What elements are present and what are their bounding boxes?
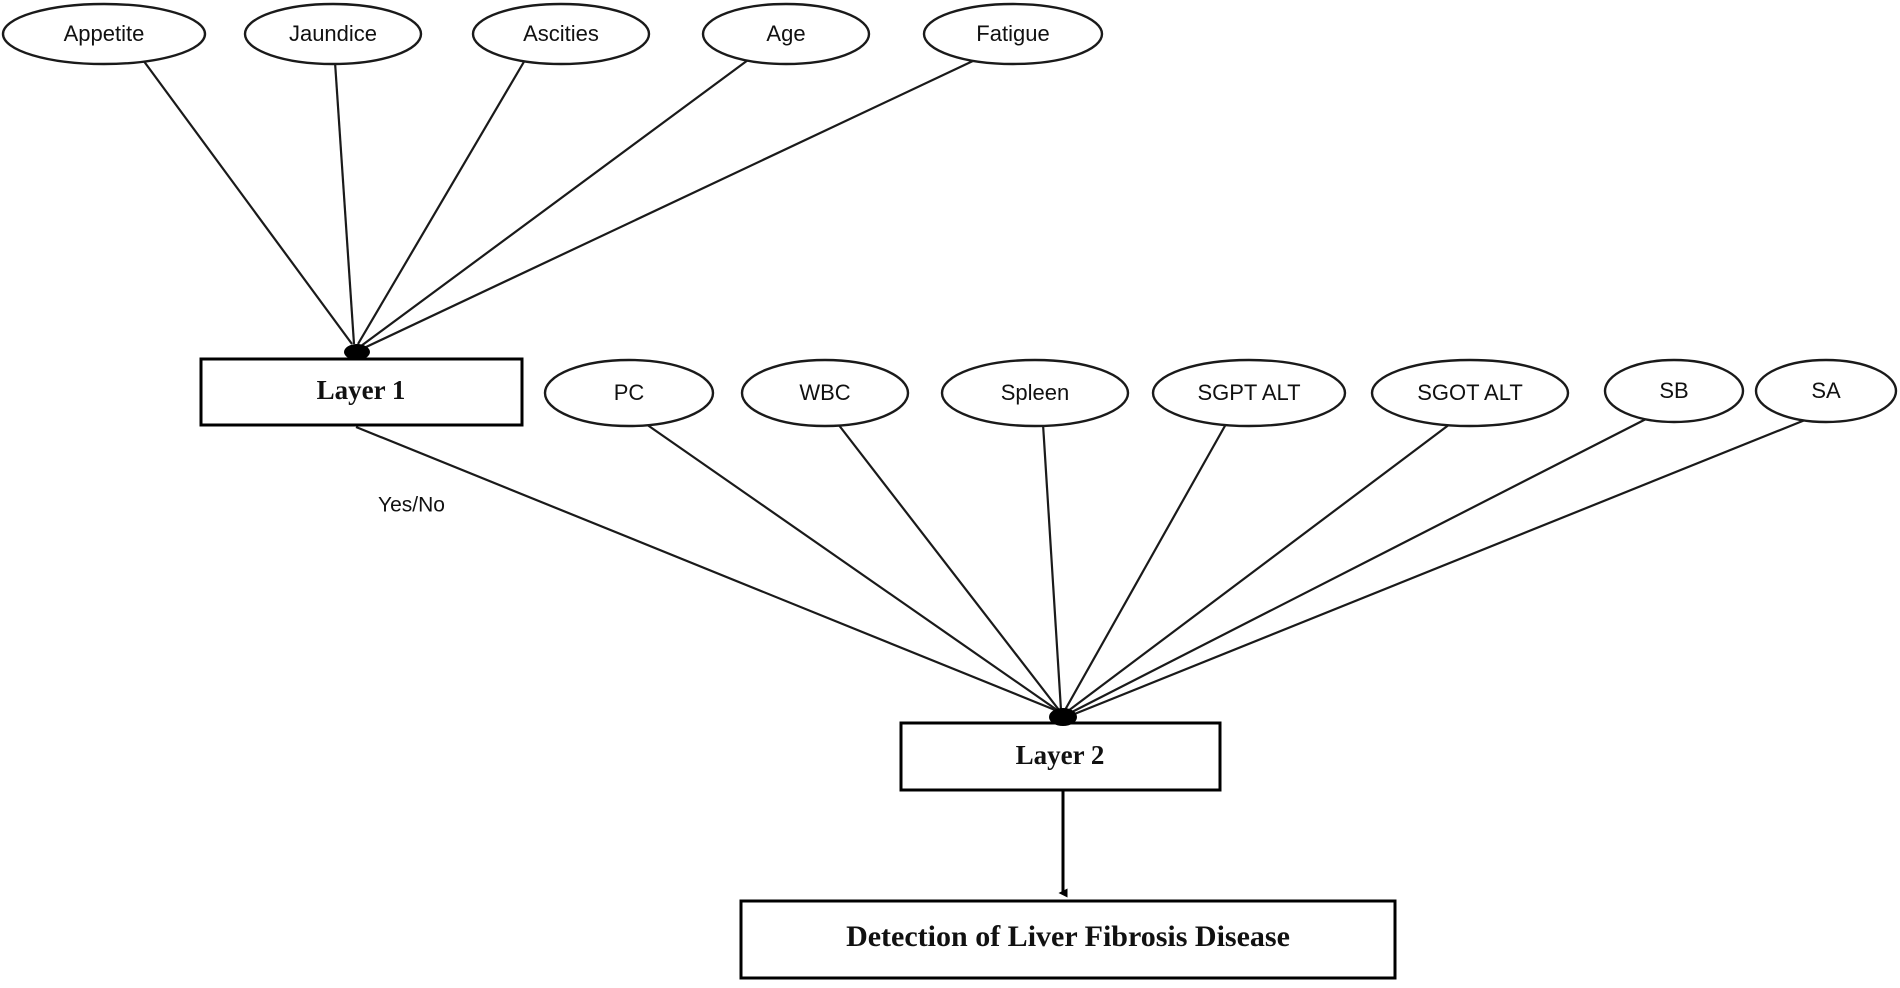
layer1-edge-group xyxy=(142,59,976,349)
node-sb-label: SB xyxy=(1659,378,1688,403)
node-jaundice-label: Jaundice xyxy=(289,21,377,46)
node-age-label: Age xyxy=(766,21,805,46)
node-fatigue-label: Fatigue xyxy=(976,21,1049,46)
edge-fatigue-to-layer1 xyxy=(363,59,976,349)
node-sa-shape[interactable] xyxy=(1754,358,1898,424)
node-sb-shape[interactable] xyxy=(1603,358,1745,424)
node-age[interactable]: Age xyxy=(701,2,871,66)
edge-sa-to-layer2 xyxy=(1071,416,1811,717)
layer2-box-label: Layer 2 xyxy=(1016,740,1105,770)
edge-pc-to-layer2 xyxy=(645,423,1058,711)
node-sb[interactable]: SB xyxy=(1603,358,1745,424)
node-sgpt-alt[interactable]: SGPT ALT xyxy=(1151,358,1347,428)
edge-appetite-to-layer1 xyxy=(142,59,353,345)
layer1-input-nodes: Appetite Jaundice Ascities Age Fatigue xyxy=(1,2,1104,66)
result-box[interactable]: Detection of Liver Fibrosis Disease xyxy=(739,899,1397,980)
node-wbc[interactable]: WBC xyxy=(740,358,910,428)
node-jaundice-shape[interactable] xyxy=(243,2,423,66)
node-ascities-label: Ascities xyxy=(523,21,599,46)
layer2-box-shape[interactable] xyxy=(899,721,1222,792)
node-sgpt-alt-label: SGPT ALT xyxy=(1197,380,1300,405)
edge-ascities-to-layer1 xyxy=(357,59,526,345)
node-sa[interactable]: SA xyxy=(1754,358,1898,424)
node-sa-label: SA xyxy=(1811,378,1841,403)
node-spleen-shape[interactable] xyxy=(940,358,1130,428)
edge-spleen-to-layer2 xyxy=(1041,423,1063,711)
node-spleen-label: Spleen xyxy=(1001,380,1070,405)
layer2-edge-group xyxy=(355,416,1811,717)
layer2-input-nodes: PC WBC Spleen SGPT ALT SGOT ALT SB xyxy=(543,358,1898,428)
result-box-shape[interactable] xyxy=(739,899,1397,980)
layer1-box-shape[interactable] xyxy=(199,357,524,427)
layer2-box[interactable]: Layer 2 xyxy=(899,721,1222,792)
node-ascities-shape[interactable] xyxy=(471,2,651,66)
node-spleen[interactable]: Spleen xyxy=(940,358,1130,428)
node-ascities[interactable]: Ascities xyxy=(471,2,651,66)
node-sgpt-alt-shape[interactable] xyxy=(1151,358,1347,428)
node-fatigue-shape[interactable] xyxy=(922,2,1104,66)
node-jaundice[interactable]: Jaundice xyxy=(243,2,423,66)
edge-sb-to-layer2 xyxy=(1069,417,1649,714)
node-pc-shape[interactable] xyxy=(543,358,715,428)
result-box-label: Detection of Liver Fibrosis Disease xyxy=(846,920,1290,953)
layer1-box[interactable]: Layer 1 xyxy=(199,357,524,427)
node-fatigue[interactable]: Fatigue xyxy=(922,2,1104,66)
edge-wbc-to-layer2 xyxy=(837,423,1060,711)
node-pc-label: PC xyxy=(614,380,645,405)
node-wbc-shape[interactable] xyxy=(740,358,910,428)
node-sgot-alt-shape[interactable] xyxy=(1370,358,1570,428)
layer1-junction-dot xyxy=(344,344,370,360)
layer1-box-label: Layer 1 xyxy=(317,375,406,405)
layer2-junction-dot xyxy=(1049,708,1077,726)
edge-jaundice-to-layer1 xyxy=(333,61,356,345)
node-sgot-alt[interactable]: SGOT ALT xyxy=(1370,358,1570,428)
edge-sgpt-alt-to-layer2 xyxy=(1064,423,1227,711)
edge-label-yes-no: Yes/No xyxy=(378,494,445,517)
node-pc[interactable]: PC xyxy=(543,358,715,428)
edge-age-to-layer1 xyxy=(360,59,749,347)
edge-layer1-to-layer2 xyxy=(355,425,1056,712)
node-appetite-shape[interactable] xyxy=(1,2,207,66)
node-sgot-alt-label: SGOT ALT xyxy=(1417,380,1523,405)
edge-sgot-alt-to-layer2 xyxy=(1067,423,1451,712)
node-wbc-label: WBC xyxy=(799,380,850,405)
node-appetite[interactable]: Appetite xyxy=(1,2,207,66)
node-appetite-label: Appetite xyxy=(64,21,145,46)
node-age-shape[interactable] xyxy=(701,2,871,66)
